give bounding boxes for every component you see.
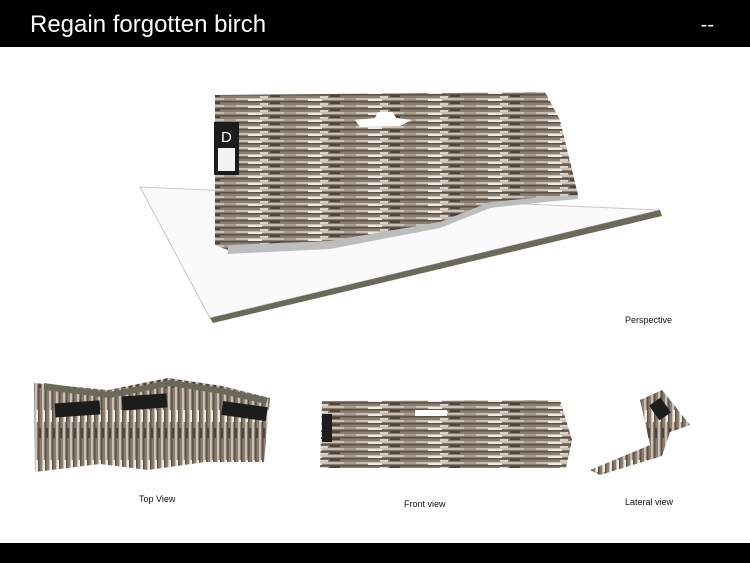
- slide-title: Regain forgotten birch: [30, 11, 267, 38]
- title-bar: Regain forgotten birch --: [0, 0, 750, 47]
- top-view-drawing: [34, 378, 270, 472]
- front-sign: [322, 414, 332, 442]
- lateral-view-drawing: [590, 390, 690, 475]
- birch-wall: [215, 92, 578, 250]
- top-walkway: [44, 380, 268, 404]
- lateral-view-caption: Lateral view: [625, 497, 674, 507]
- wall-base: [228, 195, 578, 254]
- ground-edge: [210, 210, 662, 323]
- top-panel-3: [221, 401, 268, 422]
- lateral-panel: [649, 397, 671, 421]
- perspective-drawing: D: [139, 92, 662, 323]
- top-panel-2: [121, 393, 168, 411]
- lateral-profile: [590, 390, 690, 475]
- perspective-caption: Perspective: [625, 315, 673, 325]
- footer-bar: [0, 543, 750, 563]
- sign-plate: [218, 148, 235, 171]
- corner-marker: --: [700, 14, 714, 36]
- front-elevation: [320, 400, 572, 468]
- top-view-caption: Top View: [139, 494, 176, 504]
- sign-letter: D: [221, 129, 232, 146]
- front-opening: [415, 410, 447, 416]
- front-view-drawing: [320, 400, 572, 468]
- front-view-caption: Front view: [404, 499, 446, 509]
- wall-opening: [355, 112, 412, 127]
- top-panel-1: [54, 400, 101, 418]
